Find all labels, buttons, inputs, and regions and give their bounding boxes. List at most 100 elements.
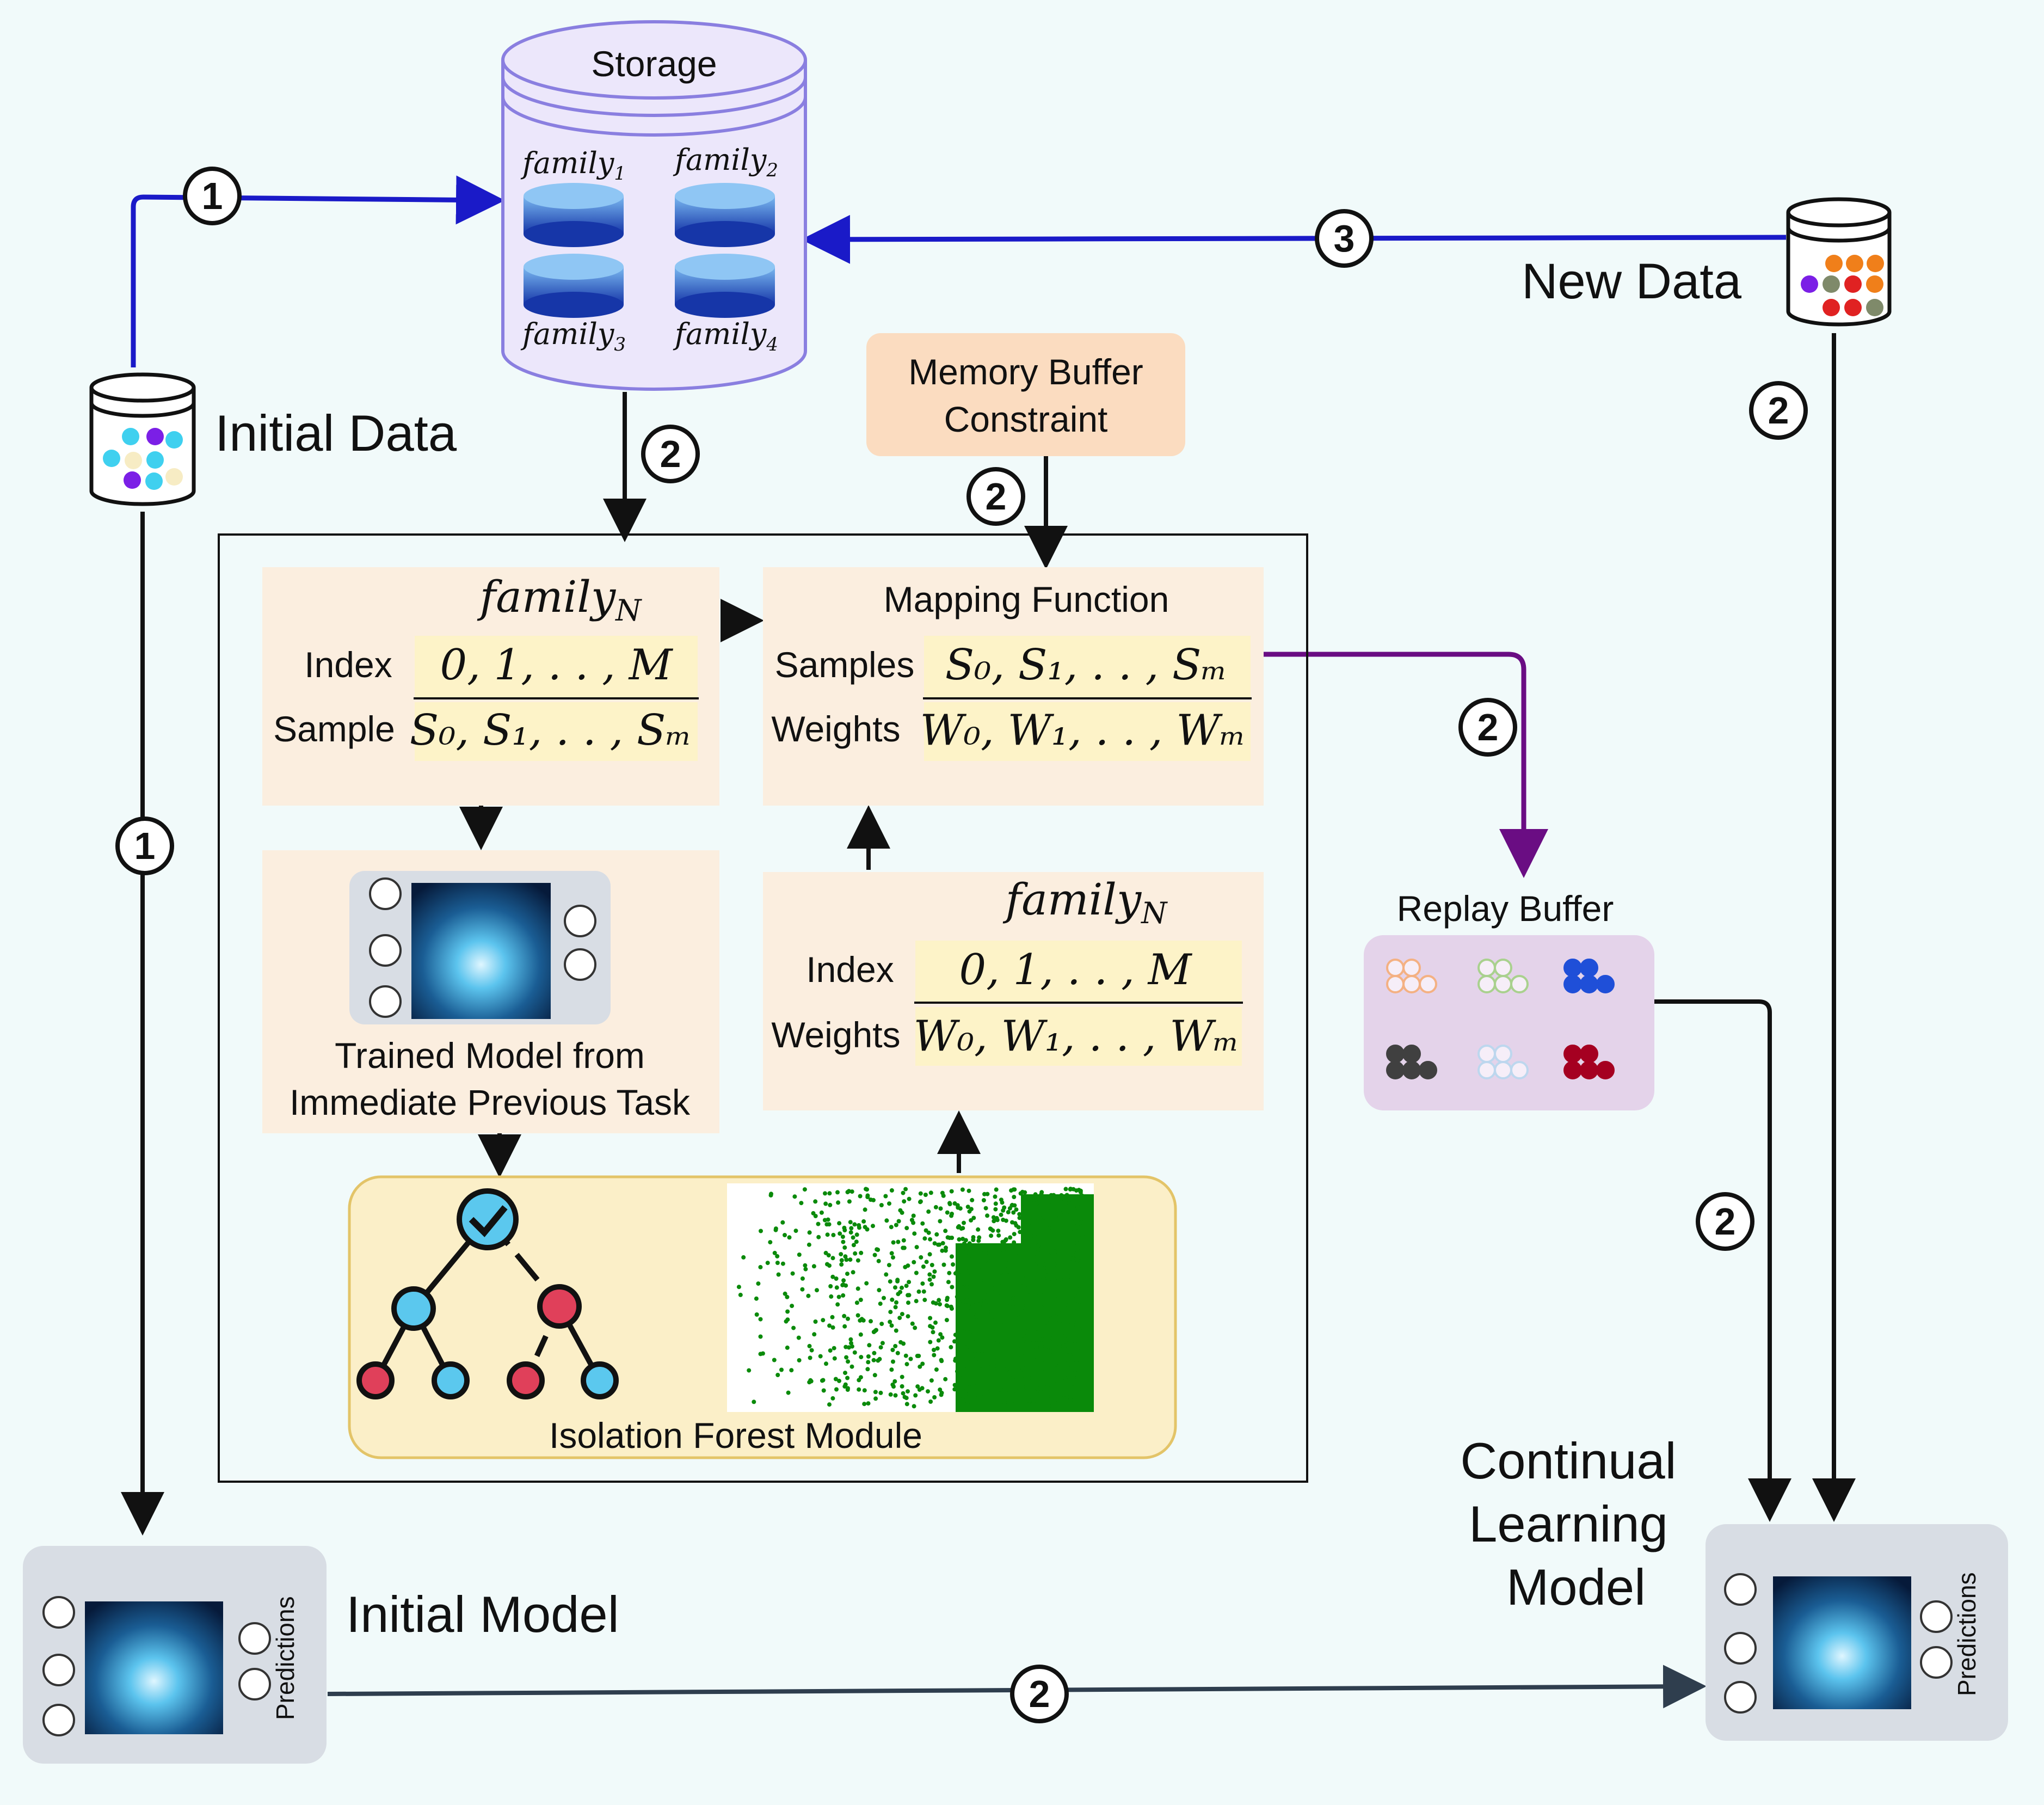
replay-sample-dot [1386, 975, 1405, 993]
arrow-mapping-to-replay [1263, 652, 1548, 878]
replay-sample-dot [1477, 1061, 1496, 1079]
initial-data-jar [89, 372, 196, 506]
mapping-samples-value: S₀, S₁, . . , Sₘ [945, 641, 1228, 690]
arrow-replay-to-continual [1654, 999, 1791, 1522]
replay-sample-dot [1580, 1045, 1598, 1063]
initial-data-label: Initial Data [215, 404, 457, 462]
replay-sample-dot [1596, 975, 1615, 993]
isolation-forest-label: Isolation Forest Module [549, 1415, 922, 1456]
neural-network-image [85, 1601, 223, 1734]
replay-sample-dot [1580, 1061, 1598, 1079]
replay-sample-dot [1580, 959, 1598, 977]
weights-table-title: familyN [1003, 874, 1168, 930]
isolation-forest-module: Isolation Forest Module [348, 1175, 1177, 1459]
memory-buffer-box: Memory Buffer Constraint [866, 333, 1185, 456]
family-label-2: family2 [673, 143, 778, 181]
database-icon [524, 183, 624, 247]
step-marker-2-replay: 2 [1696, 1192, 1754, 1251]
replay-sample-dot [1402, 959, 1421, 977]
new-data-label: New Data [1522, 254, 1742, 309]
svg-text:2: 2 [660, 433, 681, 475]
continual-model: Predictions [1706, 1524, 2008, 1741]
replay-sample-dot [1563, 975, 1582, 993]
process-frame [218, 533, 1308, 1483]
decision-tree-icon [356, 1188, 619, 1399]
replay-sample-dot [1596, 1061, 1615, 1079]
initial-model: Predictions [23, 1546, 327, 1764]
svg-text:2: 2 [1477, 706, 1499, 748]
svg-text:1: 1 [134, 825, 156, 867]
replay-sample-dot [1510, 1061, 1529, 1079]
weights-index-label: Index [806, 949, 894, 990]
replay-sample-dot [1386, 959, 1405, 977]
replay-sample-dot [1477, 1045, 1496, 1063]
replay-sample-dot [1510, 975, 1529, 993]
replay-sample-dot [1477, 975, 1496, 993]
weights-weights-value: W₀, W₁, . . , Wₘ [914, 1012, 1240, 1061]
continual-predictions-label: Predictions [1953, 1572, 1981, 1696]
database-icon [675, 254, 775, 318]
scatter-points [736, 1187, 1094, 1412]
new-data-jar [1786, 197, 1892, 327]
weights-weights-label: Weights [771, 1015, 900, 1055]
family-index-value: 0, 1, . . , M [440, 641, 673, 690]
step-marker-2-bottom: 2 [1010, 1665, 1069, 1723]
replay-buffer-label: Replay Buffer [1397, 888, 1614, 929]
mapping-weights-label: Weights [771, 709, 900, 749]
initial-predictions-label: Predictions [271, 1596, 299, 1720]
mapping-samples-label: Samples [775, 644, 915, 685]
replay-sample-dot [1494, 975, 1512, 993]
replay-buffer-groups [1386, 959, 1615, 1079]
family-sample-label: Sample [273, 709, 395, 749]
replay-sample-dot [1563, 1045, 1582, 1063]
family-table-title: familyN [477, 572, 643, 628]
family-label-3: family3 [520, 317, 626, 355]
svg-text:2: 2 [986, 475, 1007, 518]
family-label-4: family4 [673, 317, 778, 355]
replay-sample-dot [1402, 1061, 1421, 1079]
trained-model-line2: Immediate Previous Task [290, 1082, 691, 1122]
replay-sample-dot [1402, 1045, 1421, 1063]
replay-sample-dot [1580, 975, 1598, 993]
weights-table: familyN Index 0, 1, . . , M Weights W₀, … [763, 872, 1264, 1110]
step-marker-2-memory: 2 [966, 467, 1025, 526]
storage-cylinder: Storage family1 family2 family3 family4 [501, 20, 807, 391]
memory-buffer-line1: Memory Buffer [908, 352, 1143, 392]
replay-sample-dot [1419, 975, 1437, 993]
svg-text:2: 2 [1768, 389, 1789, 432]
neural-network-image [1773, 1576, 1911, 1709]
replay-sample-dot [1477, 959, 1496, 977]
svg-text:3: 3 [1334, 217, 1355, 260]
family-sample-value: S₀, S₁, . . , Sₘ [410, 706, 692, 755]
svg-text:2: 2 [1029, 1673, 1050, 1715]
replay-sample-dot [1419, 1061, 1437, 1079]
mapping-weights-value: W₀, W₁, . . , Wₘ [920, 706, 1246, 755]
mapping-function-table: Mapping Function Samples S₀, S₁, . . , S… [763, 567, 1264, 806]
neural-network-image [411, 883, 551, 1019]
family-index-label: Index [304, 644, 392, 685]
continual-model-line3: Model [1506, 1558, 1646, 1616]
continual-model-line2: Learning [1469, 1495, 1668, 1552]
database-icon [524, 254, 624, 318]
step-marker-3: 3 [1315, 209, 1374, 268]
family-table: familyN Index 0, 1, . . , M Sample S₀, S… [262, 567, 719, 806]
step-marker-1-top: 1 [183, 167, 242, 225]
svg-text:2: 2 [1715, 1200, 1736, 1243]
arrow-newdata-to-storage [801, 214, 1787, 264]
replay-sample-dot [1386, 1061, 1405, 1079]
replay-sample-dot [1563, 959, 1582, 977]
memory-buffer-line2: Constraint [944, 399, 1108, 439]
replay-sample-dot [1563, 1061, 1582, 1079]
storage-title: Storage [591, 44, 717, 84]
initial-model-label: Initial Model [346, 1586, 619, 1643]
replay-sample-dot [1494, 1045, 1512, 1063]
step-marker-2-mapping: 2 [1458, 698, 1517, 757]
replay-sample-dot [1494, 959, 1512, 977]
step-marker-1-left: 1 [115, 816, 174, 875]
trained-model-line1: Trained Model from [335, 1035, 645, 1076]
weights-index-value: 0, 1, . . , M [959, 946, 1192, 994]
step-marker-2-newdata: 2 [1749, 381, 1808, 440]
continual-model-line1: Continual [1460, 1432, 1676, 1489]
replay-sample-dot [1402, 975, 1421, 993]
